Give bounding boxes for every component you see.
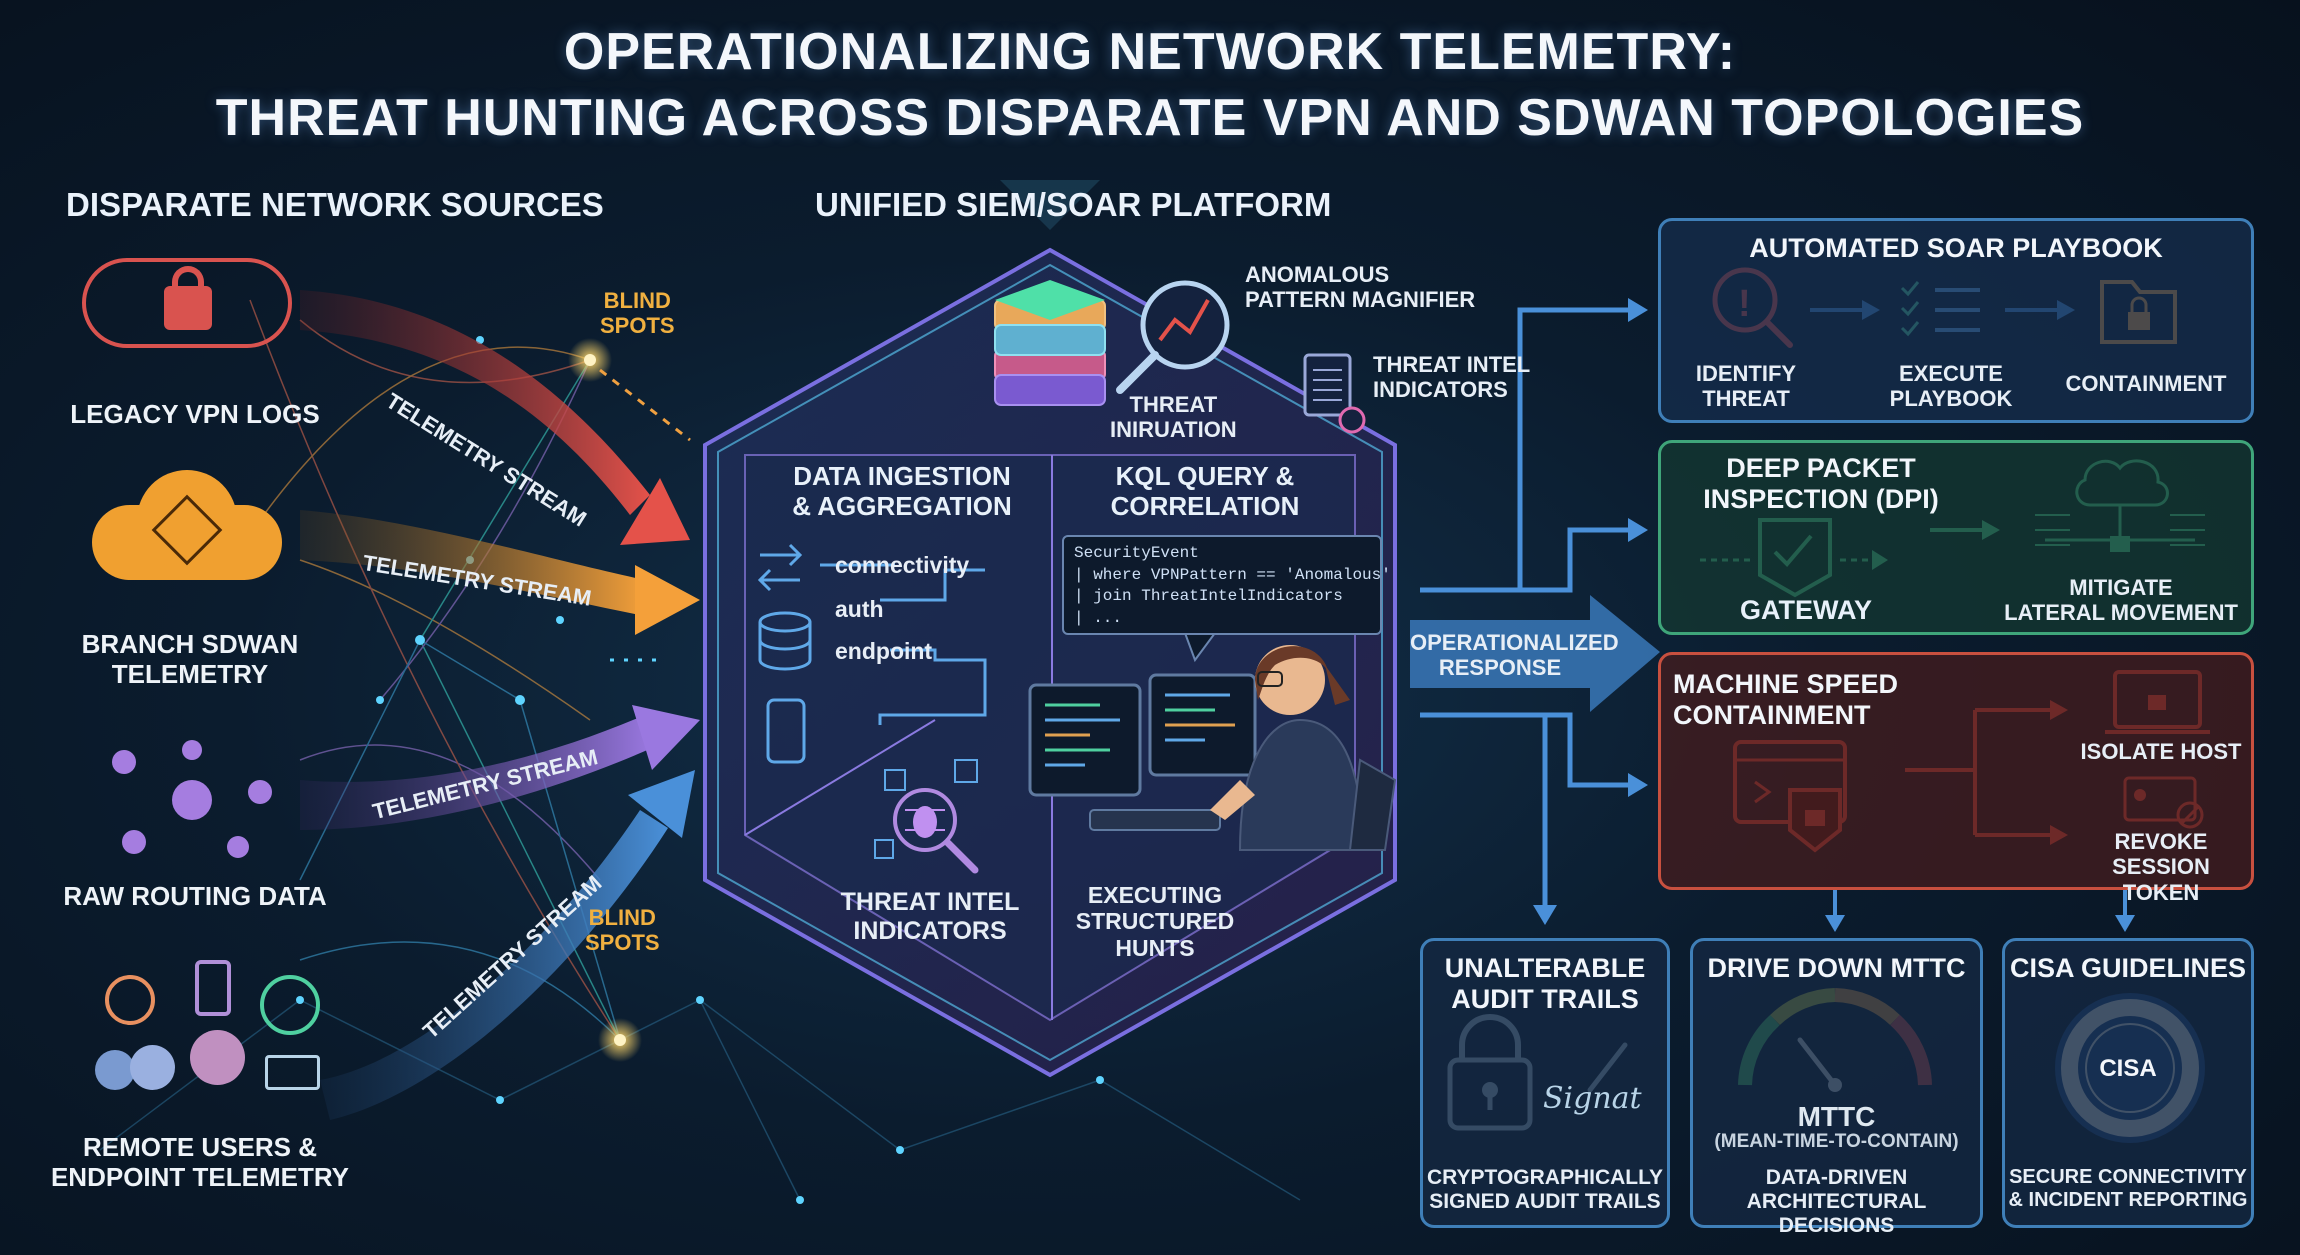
kql-query-box: SecurityEvent | where VPNPattern == 'Ano…: [1062, 535, 1391, 635]
kql-line-4: | ...: [1074, 608, 1123, 627]
routing-node-icon: [112, 740, 272, 860]
response-arrowheads: [1533, 298, 1648, 925]
gauge-sublabel: (MEAN-TIME-TO-CONTAIN): [1714, 1131, 1959, 1152]
threat-bug-magnifier-icon: [874, 759, 979, 874]
stream-ribbon-4: [320, 770, 695, 1120]
kql-title: KQL QUERY & CORRELATION: [1110, 461, 1300, 521]
response-big-arrow: [1410, 595, 1660, 712]
audit-trails-caption: CRYPTOGRAPHICALLY SIGNED AUDIT TRAILS: [1426, 1166, 1664, 1214]
diagram-title-line-1: OPERATIONALIZING NETWORK TELEMETRY:: [563, 23, 1737, 81]
dpi-title: DEEP PACKET INSPECTION (DPI): [1703, 453, 1939, 515]
ingestion-icons: [757, 543, 987, 764]
remote-users-icon: [85, 950, 345, 1095]
soar-title: AUTOMATED SOAR PLAYBOOK: [1749, 233, 2163, 263]
soar-step-identify: IDENTIFY THREAT: [1695, 361, 1797, 412]
operationalized-response-label: OPERATIONALIZED RESPONSE: [1410, 630, 1619, 681]
signature-scrawl: Signat: [1543, 1081, 1642, 1116]
soar-step-containment: CONTAINMENT: [2065, 371, 2227, 396]
threat-infiltration-label: THREAT INIRUATION: [1110, 392, 1237, 443]
vpn-tunnel-lock-icon: [82, 258, 292, 348]
analyst-workstation: [1028, 645, 1397, 851]
magnifier-label: ANOMALOUS PATTERN MAGNIFIER: [1245, 262, 1476, 313]
server-stack-icon: [994, 180, 1106, 406]
blind-spots-label-top: BLIND SPOTS: [600, 288, 675, 339]
stream-ribbon-1: [300, 290, 690, 545]
threat-intel-document-icon: [1303, 353, 1366, 434]
kql-line-3: | join ThreatIntelIndicators: [1074, 587, 1343, 606]
dpi-gateway-label: GATEWAY: [1739, 595, 1873, 625]
kql-line-2: | where VPNPattern == 'Anomalous': [1074, 565, 1391, 584]
anomalous-pattern-magnifier-icon: [1116, 280, 1230, 394]
dpi-mitigate-label: MITIGATE LATERAL MOVEMENT: [2004, 575, 2238, 626]
threat-intel-top-label: THREAT INTEL INDICATORS: [1373, 352, 1531, 403]
source-label-routing: RAW ROUTING DATA: [63, 881, 327, 911]
isolate-host-label: ISOLATE HOST: [2080, 739, 2242, 764]
gauge-label: MTTC: [1797, 1101, 1876, 1132]
ingestion-item-auth: auth: [835, 596, 884, 622]
containment-title: MACHINE SPEED CONTAINMENT: [1673, 669, 1899, 731]
cisa-seal-text: CISA: [2099, 1055, 2157, 1082]
stream-ribbon-3: [300, 705, 700, 830]
threat-intel-bottom-label: THREAT INTEL INDICATORS: [840, 888, 1020, 945]
dpi-panel: DEEP PACKET INSPECTION (DPI) GATEWAY MIT…: [1658, 440, 2254, 635]
source-label-sdwan: BRANCH SDWAN TELEMETRY: [81, 629, 299, 689]
mttc-title: DRIVE DOWN MTTC: [1707, 953, 1966, 983]
response-connectors: [1420, 307, 1640, 905]
kql-line-1: SecurityEvent: [1074, 544, 1199, 562]
sources-heading: DISPARATE NETWORK SOURCES: [66, 186, 604, 223]
cisa-title: CISA GUIDELINES: [2009, 953, 2247, 983]
revoke-token-label: REVOKE SESSION TOKEN: [2112, 829, 2210, 905]
platform-heading: UNIFIED SIEM/SOAR PLATFORM: [815, 186, 1332, 223]
soar-step-execute: EXECUTE PLAYBOOK: [1889, 361, 2013, 412]
source-label-vpn: LEGACY VPN LOGS: [70, 399, 320, 429]
ingestion-item-endpoint: endpoint: [835, 638, 933, 664]
diagram-title-line-2: THREAT HUNTING ACROSS DISPARATE VPN AND …: [215, 89, 2085, 147]
audit-trails-title: UNALTERABLE AUDIT TRAILS: [1444, 953, 1646, 1015]
blind-spots-label-bottom: BLIND SPOTS: [585, 905, 660, 956]
mttc-caption: DATA-DRIVEN ARCHITECTURAL DECISIONS: [1746, 1166, 1927, 1238]
source-label-remote: REMOTE USERS & ENDPOINT TELEMETRY: [50, 1132, 350, 1192]
soar-playbook-panel: AUTOMATED SOAR PLAYBOOK IDENTIFY THREAT …: [1658, 218, 2254, 423]
stream-ribbon-2: [300, 510, 700, 635]
executing-hunts-label: EXECUTING STRUCTURED HUNTS: [1075, 882, 1235, 961]
cloud-network-icon: [92, 470, 282, 580]
cisa-caption: SECURE CONNECTIVITY & INCIDENT REPORTING: [2008, 1166, 2248, 1211]
containment-panel: MACHINE SPEED CONTAINMENT ISOLATE HOST R…: [1658, 652, 2254, 905]
mttc-card: DRIVE DOWN MTTC MTTC (MEAN-TIME-TO-CONTA…: [1690, 938, 1983, 1237]
ingestion-title: DATA INGESTION & AGGREGATION: [792, 461, 1012, 521]
cisa-card: CISA GUIDELINES CISA SECURE CONNECTIVITY…: [2002, 938, 2254, 1228]
audit-trails-card: UNALTERABLE AUDIT TRAILS Signat CRYPTOGR…: [1420, 938, 1670, 1228]
ingestion-item-connectivity: connectivity: [835, 552, 970, 578]
